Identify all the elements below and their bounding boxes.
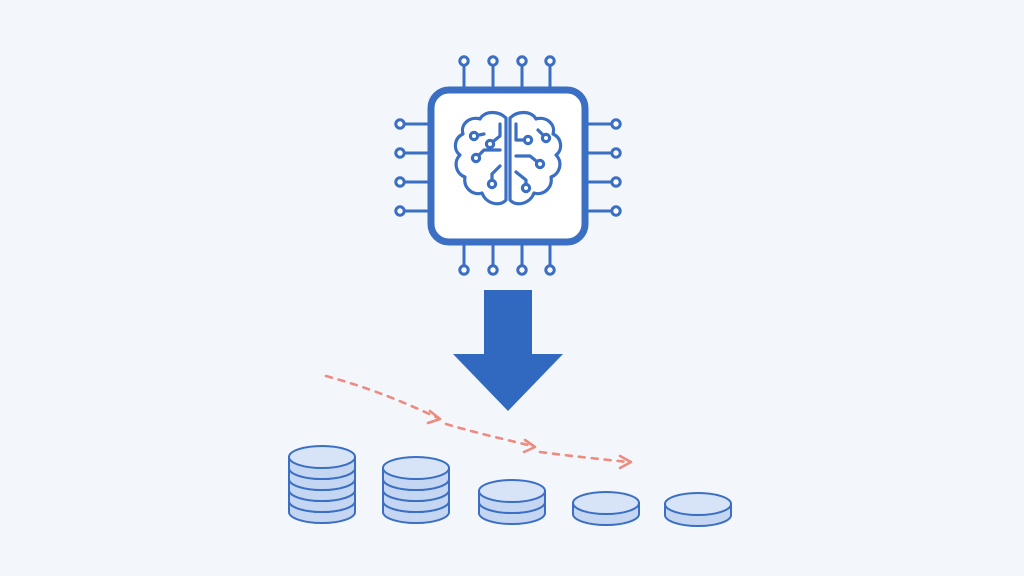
- coin-face: [572, 491, 640, 515]
- coin-face: [382, 456, 450, 480]
- coin: [478, 479, 546, 514]
- brain-node: [522, 134, 534, 146]
- brain-left-hemisphere: [453, 110, 508, 206]
- brain-node: [470, 152, 482, 164]
- chip-pin-node: [610, 176, 622, 188]
- decreasing-trend-arrow-icon: [324, 374, 630, 464]
- trend-arrowhead-3: [618, 454, 633, 470]
- coin-stack: [288, 445, 356, 524]
- coin-stack: [478, 479, 546, 525]
- coin-face: [664, 492, 732, 516]
- chip-pin-node: [394, 176, 406, 188]
- chip-pin-node: [394, 147, 406, 159]
- coin-stacks: [288, 445, 732, 527]
- chip-pin-node: [458, 264, 470, 276]
- trend-segment-1: [324, 374, 440, 420]
- chip-pin-node: [610, 205, 622, 217]
- trend-arrowhead-1: [426, 409, 442, 425]
- coin: [382, 456, 450, 491]
- brain-node: [520, 182, 532, 194]
- coin-face: [288, 445, 356, 469]
- chip-pin-node: [544, 55, 556, 67]
- brain-node: [486, 178, 498, 190]
- chip-pin-node: [610, 147, 622, 159]
- chip-body: [427, 86, 589, 246]
- chip-pin-node: [544, 264, 556, 276]
- coin-stack: [382, 456, 450, 524]
- trend-segment-2: [444, 422, 534, 448]
- ai-chip-icon: [394, 55, 622, 276]
- brain-node: [534, 158, 546, 170]
- coin: [664, 492, 732, 527]
- down-arrow-icon: [453, 290, 563, 411]
- coin-stack: [664, 492, 732, 527]
- chip-pin-node: [487, 264, 499, 276]
- chip-pin-node: [394, 118, 406, 130]
- brain-node: [484, 138, 496, 150]
- coin-face: [478, 479, 546, 503]
- brain-right-hemisphere: [508, 110, 563, 206]
- brain-node: [540, 132, 552, 144]
- coin: [288, 445, 356, 480]
- trend-segment-3: [538, 450, 630, 464]
- coin: [572, 491, 640, 526]
- brain-circuit-icon: [453, 110, 563, 206]
- brain-node: [468, 130, 480, 142]
- chip-pin-node: [516, 55, 528, 67]
- chip-pin-node: [458, 55, 470, 67]
- chip-pin-node: [487, 55, 499, 67]
- chip-pin-node: [516, 264, 528, 276]
- coin-stack: [572, 491, 640, 526]
- trend-arrowhead-2: [522, 438, 537, 454]
- chip-pin-node: [394, 205, 406, 217]
- chip-pin-node: [610, 118, 622, 130]
